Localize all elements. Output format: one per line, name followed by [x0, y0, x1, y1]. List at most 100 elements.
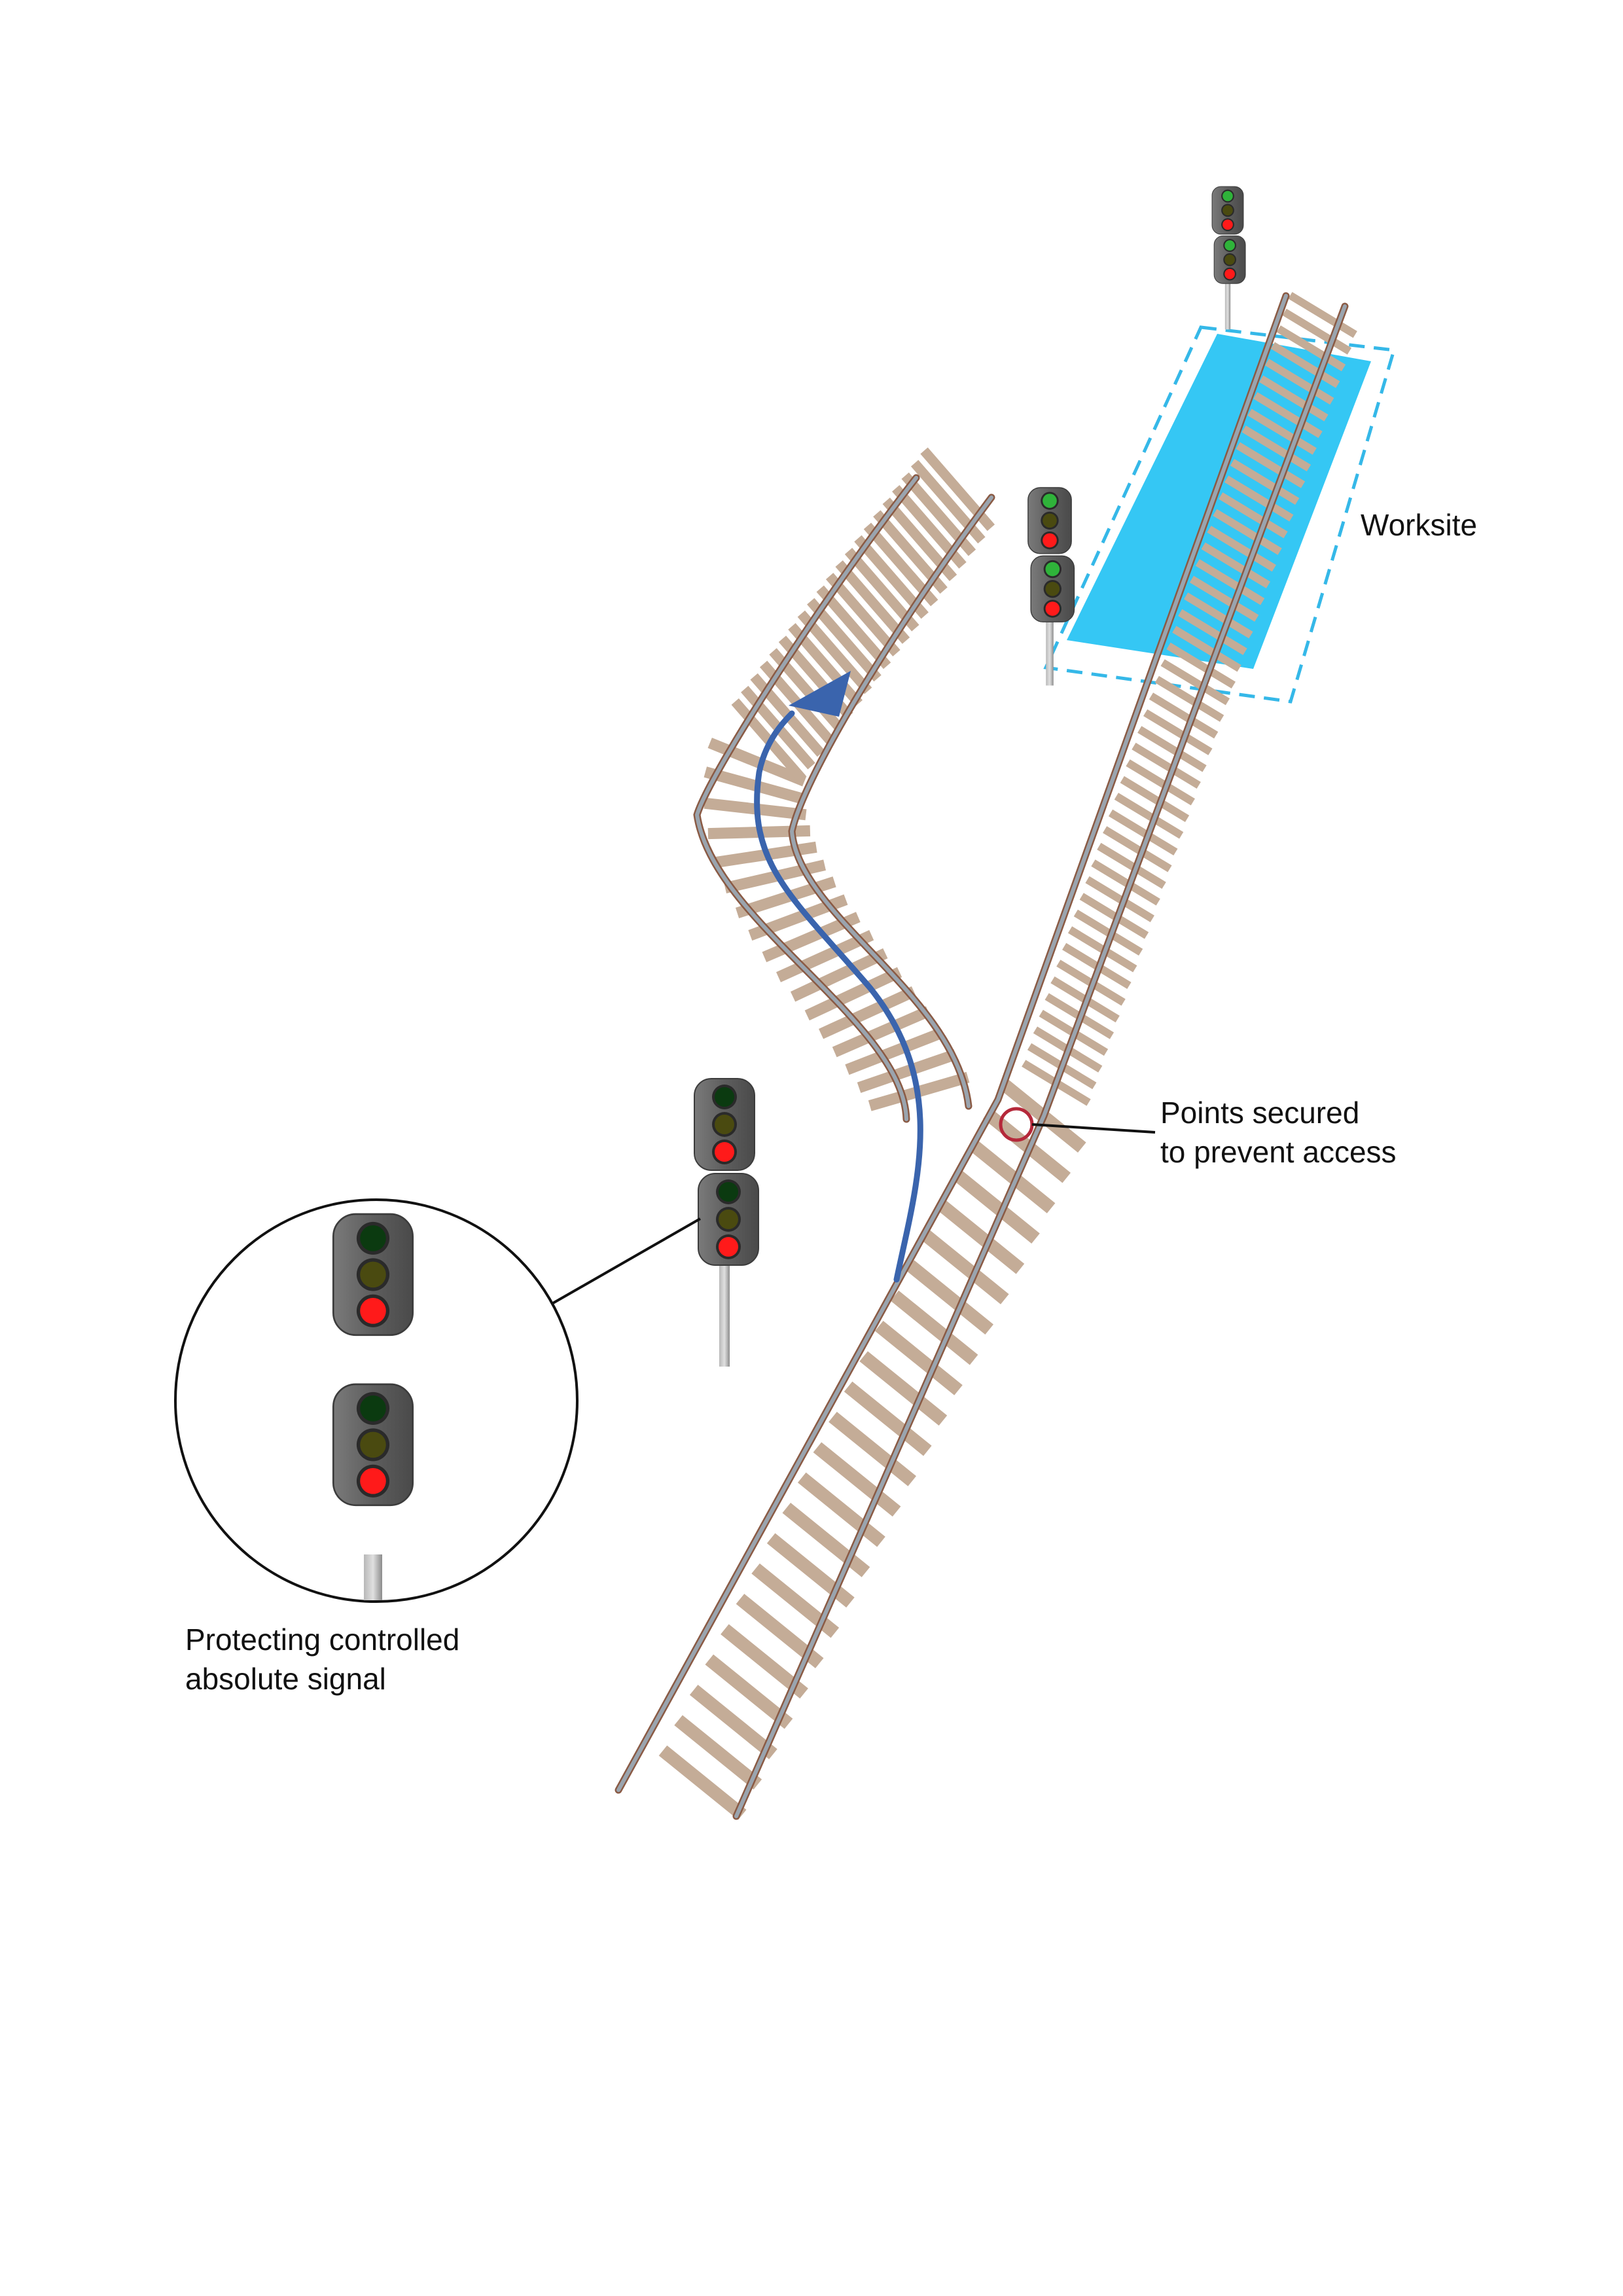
sleeper [874, 1321, 963, 1395]
sleeper [1137, 726, 1207, 772]
sleeper [1154, 675, 1224, 722]
sleeper [748, 894, 848, 941]
aspect-lamp [719, 1182, 738, 1202]
sleeper [1120, 776, 1190, 822]
sleeper [1160, 659, 1230, 706]
sleeper [751, 1563, 840, 1638]
aspect-lamp [1222, 205, 1233, 216]
sleeper [1097, 842, 1166, 889]
aspect-lamp [1045, 562, 1060, 577]
sleeper [1241, 425, 1311, 472]
sleeper [832, 1006, 931, 1058]
sleeper [1178, 609, 1247, 655]
sleeper [844, 548, 919, 632]
sleeper [1103, 826, 1172, 872]
sleeper [1224, 475, 1294, 522]
sleeper [1079, 893, 1149, 939]
sleeper [797, 610, 872, 694]
sleeper [1236, 442, 1306, 488]
aspect-lamp [715, 1142, 734, 1162]
signal-callout-line [548, 1217, 701, 1307]
aspect-lamp [715, 1115, 734, 1134]
aspect-lamp [360, 1468, 386, 1494]
sleeper [882, 497, 957, 581]
signal-pole [1046, 615, 1054, 686]
sleeper [835, 560, 910, 644]
route-arrow-path [754, 710, 923, 1283]
aspect-lamp [1045, 582, 1060, 596]
points-callout-line [1031, 1123, 1156, 1134]
sleeper [1166, 642, 1236, 689]
sleeper [920, 447, 995, 531]
sleeper [807, 598, 882, 682]
sleeper [967, 1139, 1056, 1213]
main-rail-left-head [616, 294, 1288, 1792]
sleeper [936, 1199, 1025, 1274]
aspect-lamp [360, 1298, 386, 1324]
signal-label-line-2: absolute signal [185, 1662, 386, 1696]
callout-lines [548, 1123, 1156, 1307]
aspect-lamp [360, 1395, 386, 1422]
sleeper [859, 1351, 948, 1426]
sleeper [1264, 359, 1334, 405]
signal-pole [1224, 278, 1231, 330]
points-label-line-2: to prevent access [1160, 1135, 1397, 1169]
sleeper [721, 1624, 808, 1699]
sleeper [1172, 626, 1241, 672]
sleeper [829, 1412, 917, 1486]
sleeper [906, 1260, 994, 1335]
main-line-sleepers [658, 292, 1357, 1820]
signal-pole [719, 1255, 730, 1367]
sleeper [892, 485, 967, 569]
points-label-line-1: Points secured [1160, 1096, 1360, 1130]
sleeper [1219, 492, 1288, 539]
aspect-lamp [715, 1087, 734, 1107]
sleeper [1143, 709, 1213, 755]
sleeper [1201, 542, 1271, 588]
points-label: Points secured to prevent access [1160, 1093, 1397, 1172]
branch-rail-left-head [694, 476, 918, 1121]
sleeper [857, 1049, 957, 1093]
worksite-label: Worksite [1361, 505, 1477, 545]
signal-label: Protecting controlled absolute signal [185, 1620, 459, 1698]
route-arrow-head [789, 671, 851, 717]
sleeper [736, 1594, 824, 1668]
aspect-lamp [1222, 190, 1233, 202]
sleeper [1114, 793, 1184, 839]
magnified-signal-icon [332, 1213, 414, 1600]
sleeper [844, 1381, 932, 1456]
sleeper [1189, 575, 1259, 622]
sleeper [1207, 526, 1276, 572]
aspect-lamp [360, 1225, 386, 1251]
sleeper [921, 1230, 1009, 1304]
sleeper [873, 510, 948, 594]
main-rail-right-head [734, 304, 1347, 1818]
sleeper [1085, 876, 1154, 922]
sleeper [1108, 809, 1178, 855]
aspect-lamp [1224, 255, 1235, 265]
main-line-rails [615, 292, 1349, 1820]
sleeper [1259, 375, 1329, 422]
sleeper [1230, 459, 1300, 505]
sleeper [1247, 408, 1317, 455]
magnified-pole [364, 1554, 382, 1600]
branch-rail-right-head [789, 495, 993, 1108]
aspect-lamp [719, 1237, 738, 1257]
sleeper [804, 967, 902, 1021]
sleeper [952, 1169, 1040, 1244]
sleeper [674, 1715, 762, 1790]
aspect-lamp [360, 1431, 386, 1458]
aspect-lamp [360, 1261, 386, 1288]
sleeper [1184, 592, 1253, 639]
sleeper [819, 986, 916, 1039]
sleeper [1132, 742, 1201, 789]
sleeper [910, 459, 986, 544]
aspect-lamp [1045, 601, 1060, 616]
sleeper [1126, 759, 1195, 806]
branch-line-rails [693, 474, 995, 1123]
sleeper [901, 472, 976, 556]
sleeper [845, 1027, 944, 1075]
sleeper [1149, 692, 1219, 739]
sleeper [1091, 859, 1160, 906]
